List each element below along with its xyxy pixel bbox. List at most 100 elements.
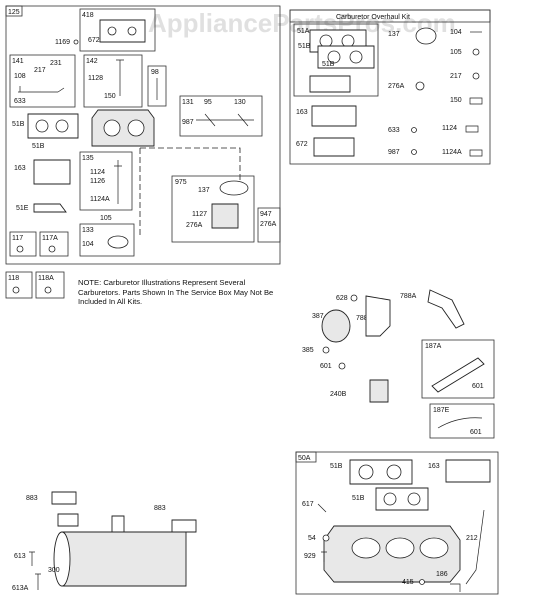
label-135: 135 [82,155,94,162]
box-135 [79,151,133,211]
box-50A [295,451,499,595]
label-883-left: 883 [26,495,38,502]
label-788: 788 [356,315,368,322]
label-617: 617 [302,501,314,508]
kit-label-104: 104 [450,29,462,36]
muffler [61,531,187,587]
label-987: 987 [182,119,194,126]
label-385: 385 [302,347,314,354]
kit-label-217: 217 [450,73,462,80]
gasket-418 [99,19,146,43]
label-947: 947 [260,211,272,218]
box-117 [9,231,37,257]
label-51B-left: 51B [12,121,25,128]
fuel-filter [369,379,389,403]
label-415: 415 [402,579,414,586]
box-118A [35,271,65,299]
box-187A [421,339,495,399]
bracket-788a [427,289,465,329]
label-217: 217 [34,67,46,74]
watermark: AppliancePartsPros.com [148,8,456,38]
label-1126: 1126 [90,178,105,185]
label-54: 54 [308,535,316,542]
label-883-right: 883 [154,505,166,512]
label-1128: 1128 [88,75,103,82]
label-613: 613 [14,553,26,560]
kit-label-633: 633 [388,127,400,134]
box-50A-tag [295,451,317,463]
assembly-line [139,147,241,238]
label-117: 117 [12,235,23,242]
label-231: 231 [50,60,62,67]
label-51B-manifold: 51B [330,463,343,470]
label-1127: 1127 [192,211,207,218]
kit-label-150: 150 [450,97,462,104]
label-633: 633 [14,98,26,105]
kit-label-51B: 51B [298,43,311,50]
gasket-51b [27,113,79,139]
note-text: NOTE: Carburetor Illustrations Represent… [78,278,274,306]
kit-label-276A: 276A [388,83,405,90]
o-ring-137 [219,180,249,196]
box-187E [429,403,495,439]
label-141: 141 [12,58,24,65]
label-788A: 788A [400,293,417,300]
label-163-left: 163 [14,165,26,172]
label-130: 130 [234,99,246,106]
box-98 [147,65,167,107]
label-137: 137 [198,187,210,194]
label-163-manifold: 163 [428,463,440,470]
label-601-187A: 601 [472,383,484,390]
kit-label-105: 105 [450,49,462,56]
box-131 [179,95,263,137]
label-1124: 1124 [90,169,105,176]
gasket-163 [33,159,71,185]
kit-title: Carburetor Overhaul Kit [336,14,410,21]
label-929: 929 [304,553,316,560]
box-975 [171,175,255,243]
carburetor-body [91,109,155,147]
label-51E: 51E [16,205,29,212]
label-98: 98 [151,69,159,76]
label-628: 628 [336,295,348,302]
label-1124A: 1124A [90,196,110,203]
box-133 [79,223,135,257]
label-276A-947: 276A [260,221,277,228]
box-947 [257,207,281,243]
label-133: 133 [82,227,94,234]
label-95: 95 [204,99,212,106]
label-975: 975 [175,179,187,186]
kit-title-bar [289,9,491,23]
label-276A-975: 276A [186,222,203,229]
hose-187a [431,357,485,393]
box-418 [79,8,156,52]
label-1169: 1169 [55,39,70,46]
label-131: 131 [182,99,194,106]
label-105: 105 [100,215,112,222]
label-187E: 187E [433,407,450,414]
label-187A: 187A [425,343,442,350]
label-186: 186 [436,571,448,578]
box-141 [9,54,76,108]
label-125: 125 [8,9,20,16]
kit-label-51B-2: 51B [322,61,335,68]
label-108: 108 [14,73,26,80]
label-212: 212 [466,535,478,542]
choke-shaft [116,59,124,96]
label-150: 150 [104,93,116,100]
kit-label-1124A: 1124A [442,149,462,156]
kit-label-51A: 51A [297,28,310,35]
label-50A: 50A [298,455,311,462]
kit-label-137: 137 [388,31,400,38]
label-300: 300 [48,567,60,574]
label-601: 601 [320,363,332,370]
float-bowl [211,203,239,229]
box-118 [5,271,33,299]
box-125-tag [5,5,23,17]
kit-gasket-group [293,23,379,97]
label-51B-manifold-2: 51B [352,495,365,502]
label-142: 142 [86,58,98,65]
label-118: 118 [8,275,19,282]
label-51B-left-2: 51B [32,143,45,150]
